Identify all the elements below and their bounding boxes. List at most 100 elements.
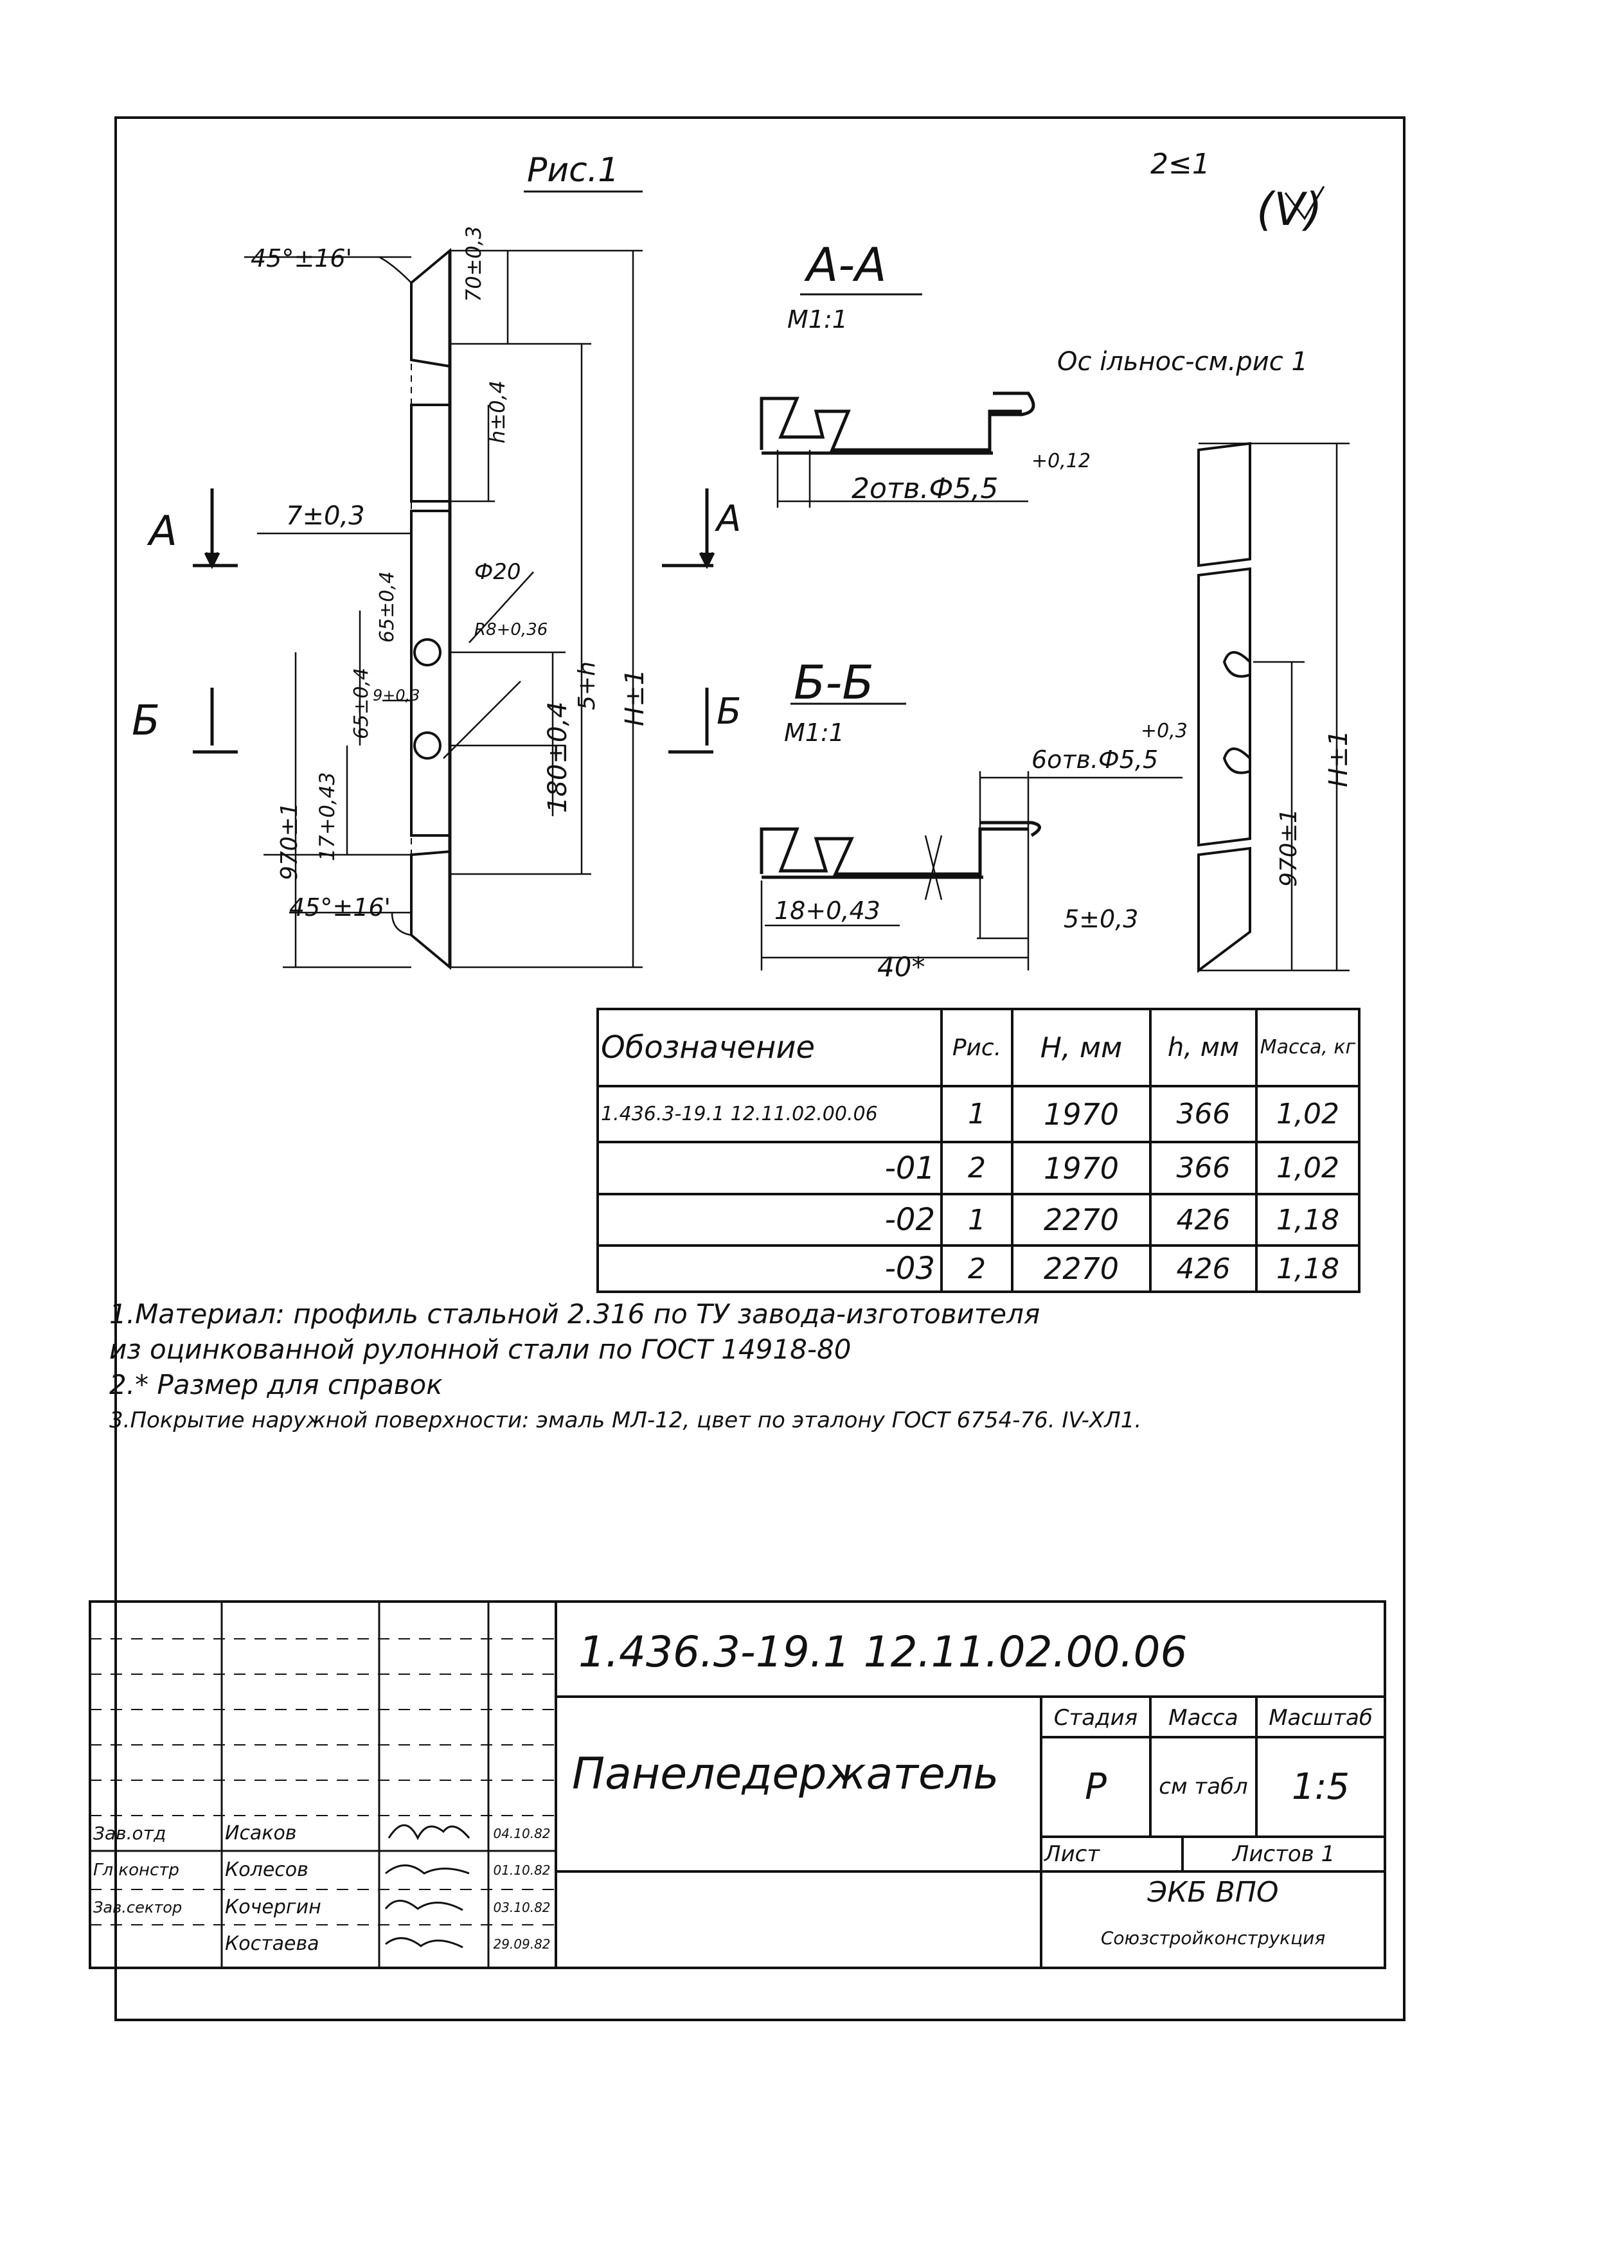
org-2: Союзстройконструкция [1100, 1927, 1326, 1949]
section-aa-note: Ос ільнос-см.рис 1 [1057, 347, 1308, 377]
signer-4-role [93, 1926, 219, 1961]
dim-40: 40* [877, 951, 925, 983]
signer-4-date: 29.09.82 [493, 1936, 551, 1952]
corner-scribble: 2≤1 [1150, 148, 1210, 181]
doc-number: 1.436.3-19.1 12.11.02.00.06 [578, 1627, 1188, 1677]
spec-row-4-designation: -03 [884, 1251, 935, 1287]
section-bb-hole-tol: +0,3 [1141, 720, 1188, 742]
note-1: 1.Материал: профиль стальной 2.316 по ТУ… [109, 1298, 1040, 1330]
spec-header-mass: Масса, кг [1260, 1036, 1356, 1058]
col-scale: Масштаб [1269, 1704, 1373, 1731]
spec-row-2-designation: -01 [884, 1150, 935, 1186]
sheet-frame [114, 116, 1405, 2021]
section-aa-profile [760, 293, 1035, 508]
section-aa-hole: 2отв.Ф5,5 [852, 472, 999, 505]
spec-row-2-h: 366 [1176, 1152, 1231, 1184]
sheets-label: Листов 1 [1232, 1841, 1335, 1867]
signer-3-role: Зав.сектор [93, 1898, 183, 1916]
org-1: ЭКБ ВПО [1147, 1876, 1279, 1909]
section-aa-hole-tol: +0,12 [1031, 450, 1091, 472]
spec-row-3-designation: -02 [884, 1202, 935, 1238]
check-mark-label: (V) [1256, 183, 1323, 236]
dim-7: 7±0,3 [286, 501, 365, 531]
dim-5h: 5+h [574, 661, 600, 710]
signer-2-role: Гл.констр [93, 1860, 179, 1880]
signer-1-name: Исаков [225, 1822, 297, 1844]
dim-angle-bottom: 45°±16' [289, 893, 391, 922]
title-block-grid [89, 1600, 1386, 1969]
dim-970: 970±1 [276, 802, 303, 880]
dim-70: 70±0,3 [461, 226, 486, 302]
figure-label: Рис.1 [527, 151, 620, 190]
spec-row-1-h: 366 [1176, 1098, 1231, 1130]
col-stage: Стадия [1053, 1704, 1138, 1731]
spec-row-4-mass: 1,18 [1276, 1252, 1339, 1285]
section-aa-title: А-А [807, 238, 887, 292]
cut-a-right: А [717, 498, 742, 540]
signer-4-name: Костаева [225, 1933, 319, 1955]
spec-row-1-mass: 1,02 [1276, 1098, 1339, 1130]
dim-65a: 65±0,4 [376, 571, 398, 643]
spec-header-h: h, мм [1167, 1033, 1240, 1062]
dim-9: 9+0,3 [373, 686, 420, 704]
spec-row-4-h: 426 [1176, 1252, 1231, 1285]
cut-b-left: Б [132, 697, 160, 745]
part-name: Панеледержатель [572, 1748, 999, 1799]
spec-row-3-H: 2270 [1043, 1202, 1120, 1237]
spec-row-3-mass: 1,18 [1276, 1203, 1339, 1237]
spec-row-3-fig: 1 [968, 1203, 986, 1237]
dim-phi20: Ф20 [474, 559, 521, 585]
note-1-cont: из оцинкованной рулонной стали по ГОСТ 1… [109, 1334, 852, 1365]
dim-65b: 65±0,4 [350, 667, 373, 739]
figure-1-dimensions [244, 249, 643, 969]
figure-1-elevation [410, 190, 643, 970]
spec-row-2-mass: 1,02 [1276, 1152, 1339, 1184]
signer-3-date: 03.10.82 [493, 1899, 551, 1915]
col-mass: Масса [1168, 1704, 1238, 1731]
signer-2-name: Колесов [225, 1859, 308, 1881]
spec-header-designation: Обозначение [601, 1030, 816, 1066]
dim-180: 180±0,4 [543, 701, 573, 813]
spec-row-1-H: 1970 [1043, 1096, 1120, 1132]
section-bb-hole: 6отв.Ф5,5 [1031, 746, 1159, 774]
dim-18: 18+0,43 [774, 897, 880, 925]
sheet-label: Лист [1044, 1841, 1100, 1867]
cut-b-right: Б [717, 691, 742, 733]
dim-5: 5±0,3 [1064, 905, 1139, 933]
section-aa-scale: М1:1 [787, 305, 848, 334]
signer-2-date: 01.10.82 [493, 1862, 551, 1878]
dim-radius: R8+0,36 [474, 620, 548, 639]
section-bb-profile [760, 702, 1182, 970]
scale-value: 1:5 [1291, 1765, 1350, 1808]
dim-H-fig2: H±1 [1324, 729, 1353, 787]
spec-table-grid [596, 1008, 1361, 1293]
spec-header-H: H, мм [1040, 1031, 1123, 1064]
spec-row-4-H: 2270 [1043, 1251, 1120, 1286]
spec-row-2-fig: 2 [968, 1152, 986, 1184]
section-bb-scale: М1:1 [784, 719, 844, 747]
dim-970-fig2: 970±1 [1276, 808, 1302, 887]
spec-row-4-fig: 2 [968, 1252, 986, 1285]
mass-value: см табл [1159, 1773, 1248, 1799]
cut-a-left: А [149, 508, 177, 555]
spec-header-fig: Рис. [952, 1034, 1002, 1061]
check-mark [1284, 186, 1325, 220]
spec-row-1-fig: 1 [968, 1098, 986, 1130]
cut-markers [193, 488, 715, 754]
signer-1-date: 04.10.82 [493, 1825, 551, 1841]
signer-1-role: Зав.отд [93, 1823, 166, 1844]
note-3: 3.Покрытие наружной поверхности: эмаль М… [109, 1407, 1142, 1433]
spec-row-2-H: 1970 [1043, 1150, 1120, 1186]
dim-h: h±0,4 [485, 380, 510, 443]
spec-row-3-h: 426 [1176, 1203, 1231, 1237]
figure-2-elevation [1197, 442, 1350, 973]
dim-angle-top: 45°±16' [251, 244, 352, 272]
dim-17: 17+0,43 [315, 772, 339, 861]
section-bb-title: Б-Б [794, 656, 874, 710]
dim-H-fig1: H±1 [620, 668, 650, 726]
signer-3-name: Кочергин [225, 1896, 321, 1918]
note-2: 2.* Размер для справок [109, 1369, 443, 1400]
stage-value: Р [1085, 1765, 1107, 1808]
spec-row-1-designation: 1.436.3-19.1 12.11.02.00.06 [601, 1103, 878, 1125]
